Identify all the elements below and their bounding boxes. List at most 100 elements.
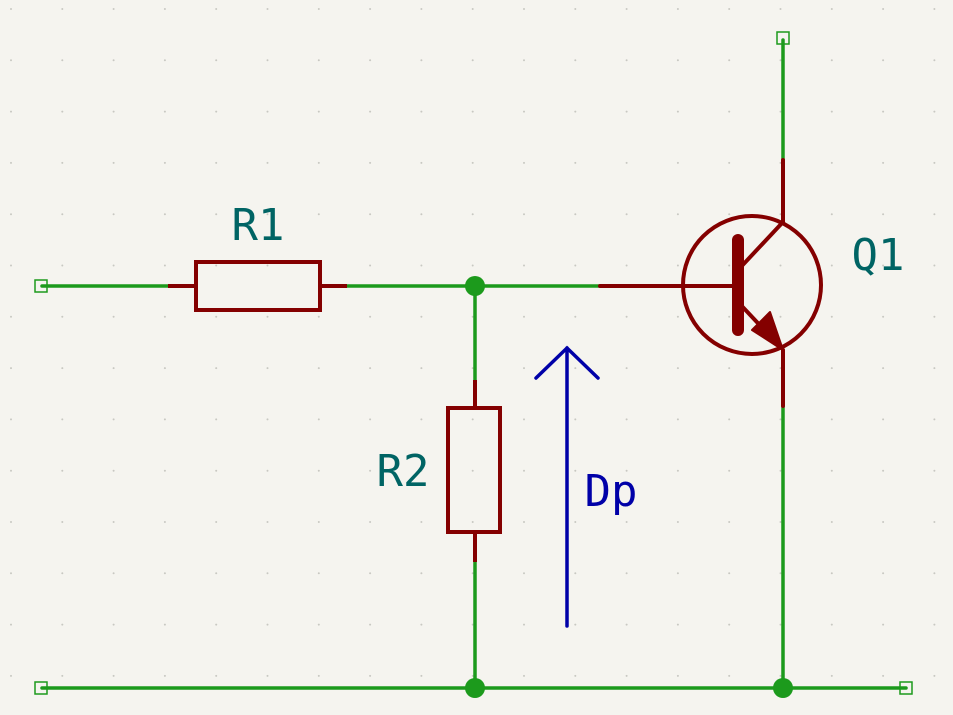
grid-dot [830, 59, 833, 62]
grid-dot [163, 623, 166, 626]
grid-dot [882, 674, 885, 677]
grid-dot [163, 264, 166, 267]
grid-dot [625, 572, 628, 575]
grid-dot [574, 367, 577, 370]
grid-dot [369, 623, 372, 626]
grid-dot [163, 674, 166, 677]
grid-dot [112, 264, 115, 267]
grid-dot [266, 315, 269, 318]
grid-dot [471, 264, 474, 267]
grid-dot [215, 572, 218, 575]
grid-dot [882, 367, 885, 370]
grid-dot [10, 264, 12, 267]
grid-dot [112, 315, 115, 318]
terminal-collector[interactable] [776, 31, 790, 45]
grid-dot [112, 623, 115, 626]
grid-dot [882, 59, 885, 62]
grid-dot [61, 264, 64, 267]
grid-dot [266, 8, 269, 10]
grid-dot [369, 674, 372, 677]
grid-dot [266, 110, 269, 113]
grid-dot [882, 418, 885, 421]
resistor-r2[interactable] [446, 380, 502, 562]
terminal-input[interactable] [34, 279, 48, 293]
grid-dot [215, 674, 218, 677]
terminal-ground-right[interactable] [899, 681, 913, 695]
grid-dot [61, 469, 64, 472]
grid-dot [882, 161, 885, 164]
grid-dot [369, 59, 372, 62]
junction-node-base [465, 276, 485, 296]
grid-dot [933, 418, 936, 421]
grid-dot [317, 674, 320, 677]
grid-dot [728, 315, 731, 318]
grid-dot [369, 315, 372, 318]
grid-dot [523, 110, 525, 113]
grid-dot [574, 623, 577, 626]
grid-dot [933, 623, 936, 626]
grid-dot [830, 110, 833, 113]
grid-dot [317, 59, 320, 62]
grid-dot [779, 264, 782, 267]
grid-dot [523, 315, 525, 318]
terminal-ground-left[interactable] [34, 681, 48, 695]
grid-dot [61, 213, 64, 216]
grid-dot [317, 623, 320, 626]
grid-dot [317, 8, 320, 10]
grid-dot [625, 623, 628, 626]
grid-dot [112, 8, 115, 10]
grid-dot [10, 59, 12, 62]
grid-dot [933, 161, 936, 164]
grid-dot [676, 264, 679, 267]
emitter-arrow-icon [751, 311, 784, 351]
grid-dot [676, 572, 679, 575]
grid-dot [10, 161, 12, 164]
grid-dot [471, 623, 474, 626]
grid-dot [266, 264, 269, 267]
grid-dot [112, 418, 115, 421]
grid-dot [112, 572, 115, 575]
voltage-arrow-dp [534, 345, 600, 628]
grid-dot [317, 521, 320, 523]
grid-dot [830, 315, 833, 318]
grid-dot [215, 521, 218, 523]
dp-annotation-label: Dp [585, 466, 638, 517]
grid-dot [420, 521, 423, 523]
grid-dot [420, 469, 423, 472]
grid-dot [625, 213, 628, 216]
grid-dot [112, 213, 115, 216]
grid-dot [215, 623, 218, 626]
grid-dot [420, 367, 423, 370]
grid-dot [420, 264, 423, 267]
grid-dot [830, 623, 833, 626]
grid-dot [523, 161, 525, 164]
grid-dot [369, 161, 372, 164]
grid-dot [574, 161, 577, 164]
grid-dot [728, 59, 731, 62]
grid-dot [61, 110, 64, 113]
grid-dot [882, 469, 885, 472]
grid-dot [574, 8, 577, 10]
grid-dot [112, 674, 115, 677]
grid-dot [676, 59, 679, 62]
grid-dot [625, 367, 628, 370]
grid-dot [933, 315, 936, 318]
grid-dot [317, 572, 320, 575]
grid-dot [317, 367, 320, 370]
grid-dot [471, 367, 474, 370]
grid-dot [779, 59, 782, 62]
transistor-q1[interactable] [598, 158, 823, 408]
grid-dot [61, 521, 64, 523]
resistor-r1[interactable] [168, 260, 347, 312]
grid-dot [933, 469, 936, 472]
grid-dot [471, 213, 474, 216]
grid-dot [728, 8, 731, 10]
grid-dot [625, 110, 628, 113]
grid-dot [215, 8, 218, 10]
grid-dot [779, 521, 782, 523]
grid-dot [574, 521, 577, 523]
grid-dot [61, 418, 64, 421]
grid-dot [830, 213, 833, 216]
grid-dot [728, 572, 731, 575]
grid-dot [523, 469, 525, 472]
